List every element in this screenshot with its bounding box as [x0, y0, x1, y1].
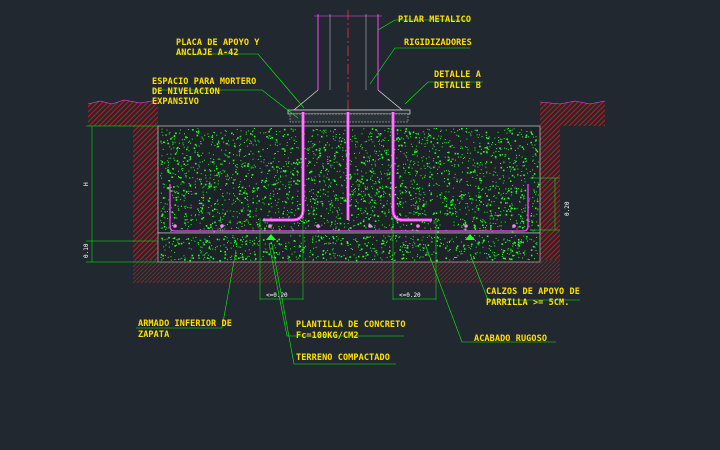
label-plantilla-1: PLANTILLA DE CONCRETO: [296, 320, 406, 330]
label-placa-2: ANCLAJE A-42: [176, 48, 239, 58]
label-plantilla-2: Fc=100KG/CM2: [296, 331, 359, 341]
dim-left-anchor: <=0.20: [266, 292, 288, 299]
label-detalle-a: DETALLE A: [434, 70, 481, 80]
dim-right-anchor: <=0.20: [399, 292, 421, 299]
label-espacio-1: ESPACIO PARA MORTERO: [152, 77, 256, 87]
annotation-labels: PILAR METALICO PLACA DE APOYO Y ANCLAJE …: [138, 15, 580, 363]
label-espacio-3: EXPANSIVO: [152, 97, 199, 107]
label-rigidizadores: RIGIDIZADORES: [404, 38, 472, 48]
rebar-cross-sections: [173, 224, 516, 228]
label-detalle-b: DETALLE B: [434, 81, 481, 91]
label-terreno: TERRENO COMPACTADO: [296, 353, 390, 363]
label-placa-1: PLACA DE APOYO Y: [176, 38, 260, 48]
leader-lines: [136, 19, 580, 365]
support-chairs: [266, 234, 475, 240]
plantilla-concrete: [157, 232, 541, 263]
label-calzos-1: CALZOS DE APOYO DE: [486, 287, 580, 297]
label-calzos-2: PARRILLA >= 5CM.: [486, 298, 569, 308]
label-pilar: PILAR METALICO: [398, 15, 471, 25]
soil-hatch: [87, 99, 606, 283]
concrete-speckle: [160, 128, 540, 233]
bottom-reinforcement: [169, 184, 529, 232]
dimension-texts: H 0.10 0.20 <=0.20 <=0.20: [83, 182, 571, 299]
dim-h: H: [83, 182, 90, 186]
dimension-lines: [86, 125, 560, 300]
label-armado-1: ARMADO INFERIOR DE: [138, 319, 232, 329]
label-espacio-2: DE NIVELACION: [152, 87, 220, 97]
anchor-bolts: [263, 112, 432, 222]
dim-right: 0.20: [564, 201, 571, 216]
label-armado-2: ZAPATA: [138, 330, 169, 340]
plantilla-speckle: [160, 235, 538, 262]
label-acabado: ACABADO RUGOSO: [474, 334, 547, 344]
dim-base: 0.10: [83, 243, 90, 258]
